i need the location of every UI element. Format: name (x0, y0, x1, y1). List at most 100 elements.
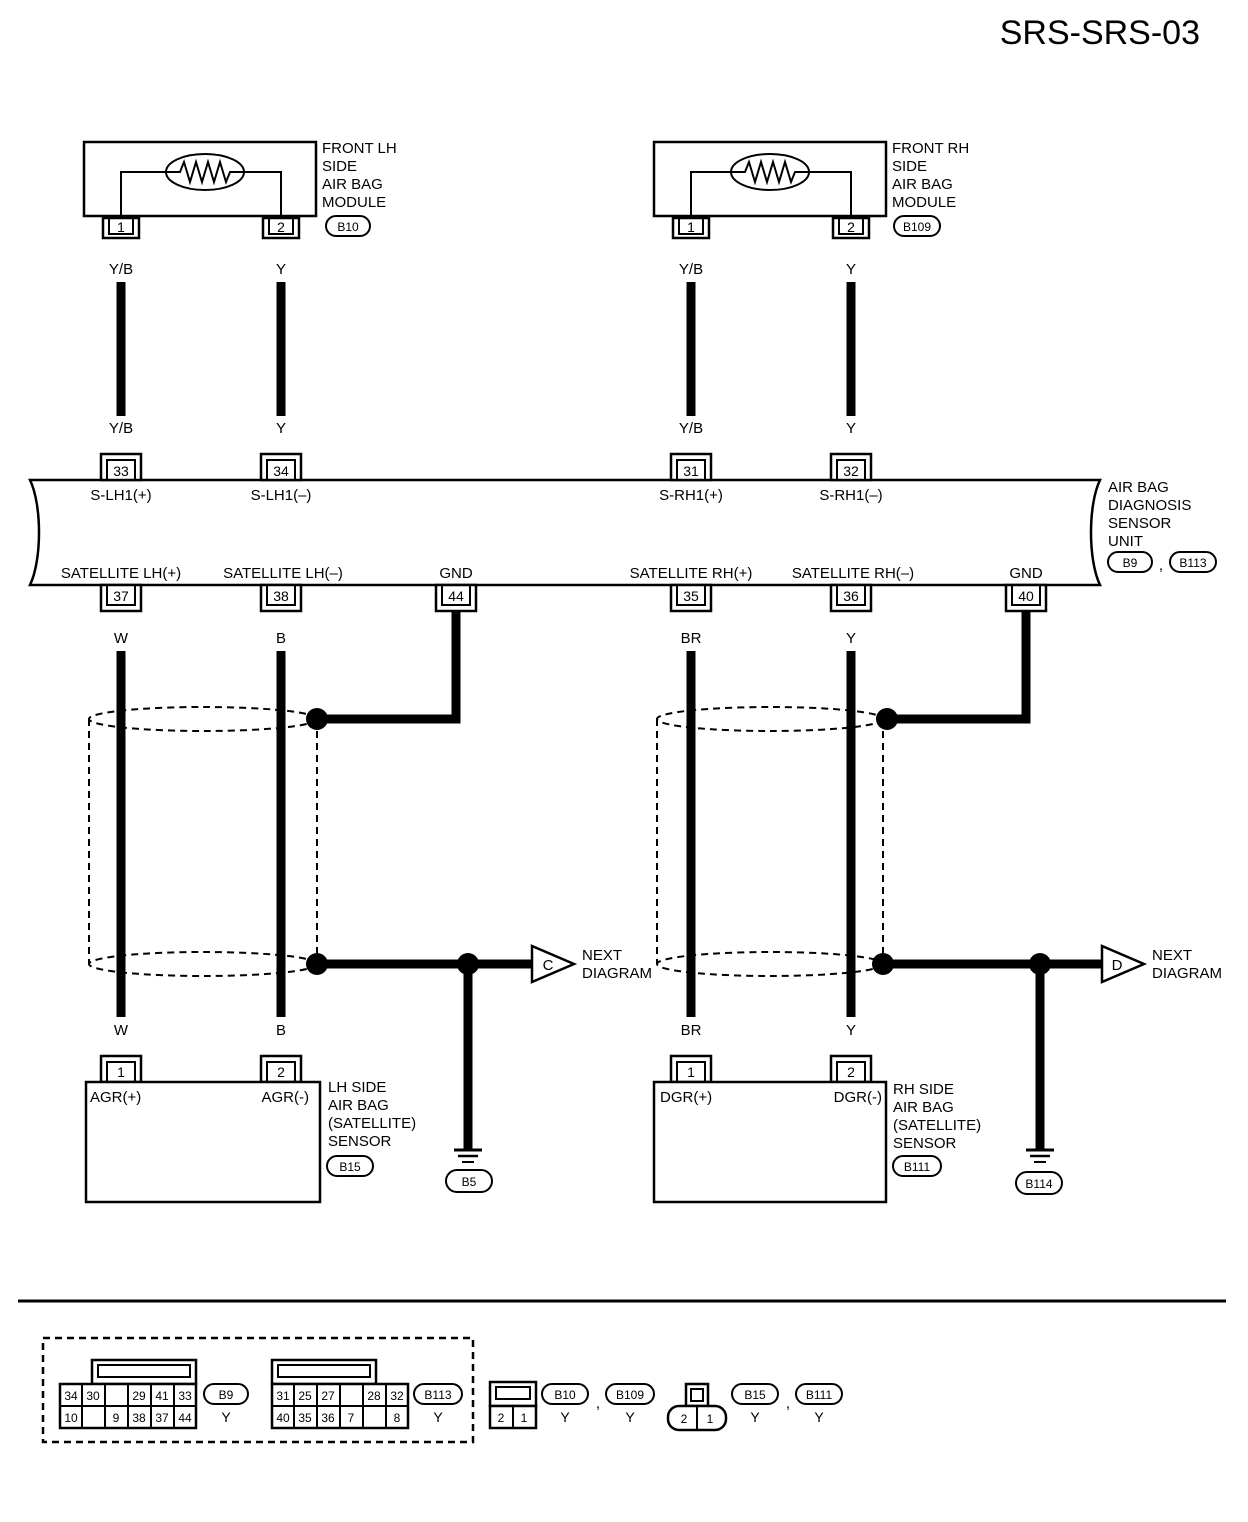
connector-pin-2: 2 (261, 216, 301, 240)
page-id: SRS-SRS-03 (1000, 14, 1200, 52)
unit-label-line: UNIT (1108, 533, 1143, 550)
svg-text:7: 7 (348, 1411, 355, 1425)
svg-text:32: 32 (390, 1389, 404, 1403)
unit-pin-40: 40 (1004, 583, 1048, 613)
unit-pin-33: 33 (99, 452, 143, 482)
connector-id: B114 (1025, 1177, 1052, 1191)
upper-wires: Y/B Y Y/B Y Y/B Y Y/B Y (109, 261, 856, 437)
connector-id: B10 (337, 220, 359, 234)
connector-color: Y (814, 1409, 824, 1425)
wire-color: Y (846, 630, 856, 647)
svg-text:DIAGRAM: DIAGRAM (1152, 965, 1222, 982)
connector-face-b9: 34 30 29 41 33 10 9 38 37 44 B9 Y (58, 1358, 249, 1430)
rh-side-airbag-satellite-sensor: 1 2 DGR(+) DGR(-) RH SIDE AIR BAG (SATEL… (652, 1054, 981, 1204)
arrow-letter: C (543, 957, 554, 974)
unit-label-line: SENSOR (1108, 515, 1172, 532)
front-rh-side-airbag-module: 1 2 FRONT RH SIDE AIR BAG MODULE B109 (652, 140, 969, 240)
terminal-label: DGR(+) (660, 1089, 712, 1106)
connector-legend: 34 30 29 41 33 10 9 38 37 44 B9 Y (41, 1336, 843, 1444)
connector-id: B15 (744, 1388, 766, 1402)
svg-text:40: 40 (276, 1411, 290, 1425)
terminal-label: S-RH1(+) (659, 487, 723, 504)
connector-pin-1: 1 (101, 216, 141, 240)
arrow-letter: D (1112, 957, 1123, 974)
connector-id: B113 (424, 1388, 451, 1402)
svg-text:AIR BAG: AIR BAG (328, 1097, 389, 1114)
connector-color: Y (433, 1409, 443, 1425)
svg-text:33: 33 (113, 463, 129, 479)
connector-id: B113 (1179, 556, 1206, 570)
svg-text:41: 41 (155, 1389, 169, 1403)
air-bag-diagnosis-sensor-unit: 33 34 31 32 S-LH1(+) S-LH1(–) S-RH1(+) S… (28, 452, 1217, 613)
connector-pin-1: 1 (671, 216, 711, 240)
svg-text:31: 31 (276, 1389, 290, 1403)
connector-id: B15 (339, 1160, 361, 1174)
terminal-label: AGR(+) (90, 1089, 141, 1106)
wire-color: B (276, 1022, 286, 1039)
terminal-label: SATELLITE RH(–) (792, 565, 914, 582)
svg-text:AIR BAG: AIR BAG (893, 1099, 954, 1116)
svg-text:32: 32 (843, 463, 859, 479)
connector-id: B111 (904, 1160, 931, 1174)
terminal-label: S-LH1(+) (90, 487, 151, 504)
svg-text:(SATELLITE): (SATELLITE) (893, 1117, 981, 1134)
svg-text:25: 25 (298, 1389, 312, 1403)
connector-pin-2: 2 (831, 216, 871, 240)
front-lh-side-airbag-module: 1 2 FRONT LH SIDE AIR BAG MODULE B10 (82, 140, 397, 240)
svg-text:36: 36 (321, 1411, 335, 1425)
svg-text:37: 37 (113, 588, 129, 604)
svg-text:LH SIDE: LH SIDE (328, 1079, 386, 1096)
connector-face-b10-b109: 2 1 B10 Y , B109 Y (488, 1380, 655, 1430)
wire-color: B (276, 630, 286, 647)
terminal-label: SATELLITE RH(+) (630, 565, 753, 582)
svg-text:2: 2 (277, 219, 285, 235)
lh-shield (88, 706, 535, 1150)
connector-id: B9 (219, 1388, 234, 1402)
separator: , (1159, 557, 1163, 574)
svg-text:38: 38 (273, 588, 289, 604)
svg-text:44: 44 (178, 1411, 192, 1425)
connector-id: B109 (903, 220, 931, 234)
svg-text:28: 28 (367, 1389, 381, 1403)
svg-text:1: 1 (521, 1411, 528, 1425)
wire-color: W (114, 630, 129, 647)
svg-text:34: 34 (64, 1389, 78, 1403)
connector-pin-2: 2 (259, 1054, 303, 1084)
terminal-label: GND (439, 565, 473, 582)
svg-text:SENSOR: SENSOR (893, 1135, 957, 1152)
ground-b5: B5 (445, 1148, 493, 1193)
next-diagram-c: C NEXT DIAGRAM (530, 944, 652, 984)
svg-text:34: 34 (273, 463, 289, 479)
svg-text:1: 1 (117, 1064, 125, 1080)
connector-pin-1: 1 (99, 1054, 143, 1084)
module-label-line: MODULE (322, 194, 386, 211)
lh-side-airbag-satellite-sensor: 1 2 AGR(+) AGR(-) LH SIDE AIR BAG (SATEL… (84, 1054, 416, 1204)
resistor-icon (732, 158, 810, 186)
module-label-line: MODULE (892, 194, 956, 211)
next-diagram-d: D NEXT DIAGRAM (1100, 944, 1222, 984)
splice-dot (876, 708, 898, 730)
terminal-label: SATELLITE LH(+) (61, 565, 181, 582)
terminal-label: SATELLITE LH(–) (223, 565, 343, 582)
lower-wires: W B BR Y W B BR Y (114, 611, 1031, 1039)
module-label-line: FRONT LH (322, 140, 397, 157)
terminal-label: DGR(-) (834, 1089, 882, 1106)
unit-pin-44: 44 (434, 583, 478, 613)
svg-text:10: 10 (64, 1411, 78, 1425)
connector-id: B9 (1123, 556, 1138, 570)
terminal-label: S-LH1(–) (251, 487, 312, 504)
wire-color: Y (276, 261, 286, 278)
svg-text:1: 1 (707, 1412, 714, 1426)
resistor-icon (166, 158, 244, 186)
svg-text:SENSOR: SENSOR (328, 1133, 392, 1150)
unit-pin-31: 31 (669, 452, 713, 482)
wire-color: Y (846, 1022, 856, 1039)
svg-text:37: 37 (155, 1411, 169, 1425)
svg-text:35: 35 (683, 588, 699, 604)
svg-text:RH SIDE: RH SIDE (893, 1081, 954, 1098)
connector-id: B5 (462, 1175, 477, 1189)
svg-text:NEXT: NEXT (582, 947, 622, 964)
svg-text:2: 2 (847, 1064, 855, 1080)
svg-text:27: 27 (321, 1389, 335, 1403)
unit-label-line: DIAGNOSIS (1108, 497, 1191, 514)
